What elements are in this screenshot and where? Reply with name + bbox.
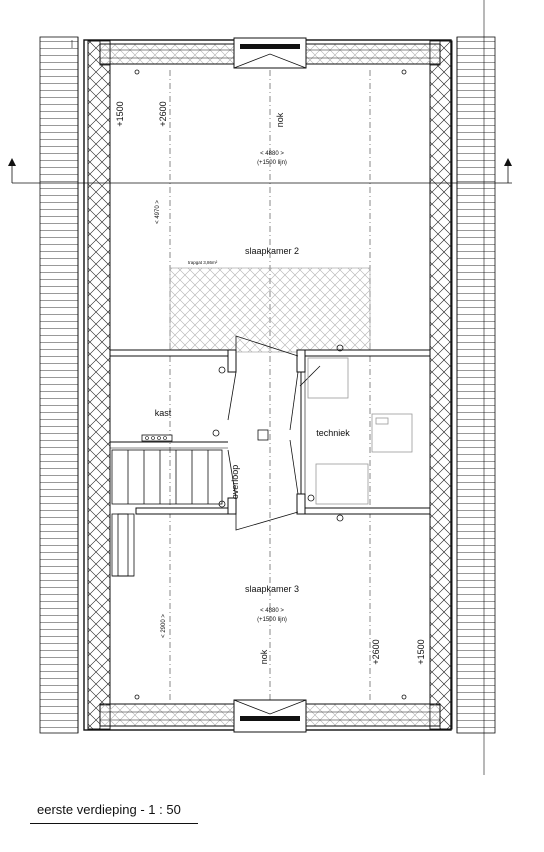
doors [227,335,321,531]
stair-void-hatch [169,267,371,353]
height-lines [169,70,371,700]
label-ridge-top: nok [275,112,285,127]
height-2600-right: +2600 [371,639,381,664]
technical-fixtures [307,357,413,505]
room-label-bedroom3: slaapkamer 3 [245,584,299,594]
label-ridge-bottom: nok [259,649,269,664]
dim-bottom-width: < 4880 > [260,608,284,614]
height-1500-right: +1500 [416,639,426,664]
dim-top-depth: < 4970 > [155,200,161,224]
room-label-bedroom2: slaapkamer 2 [245,246,299,256]
section-line [8,158,512,184]
interior-walls [109,349,431,515]
insulated-wall-right [429,40,453,730]
caption-underline [30,823,198,824]
gable-wall-bottom [99,699,441,733]
height-1500-left: +1500 [115,101,125,126]
labels: slaapkamer 2 slaapkamer 3 kast techniek … [115,101,426,664]
dim-bottom-width-note: (+1500 lijn) [257,617,287,623]
hatch-note: trapgat 3,86m² [188,260,218,265]
drawing-caption: eerste verdieping - 1 : 50 [37,802,181,817]
gable-wall-top [99,37,441,69]
dim-top-width: < 4880 > [260,151,284,157]
room-label-closet: kast [155,408,172,418]
room-label-landing: overloop [230,465,240,500]
height-2600-left: +2600 [158,101,168,126]
closet-shelf [141,434,173,442]
insulated-wall-left [87,40,111,730]
roof-tiles-right [450,36,496,734]
electrical-symbols [134,69,407,700]
roof-tiles-left [39,36,85,734]
dim-bottom-depth: < 2900 > [161,614,167,638]
staircase [111,449,223,577]
dim-top-width-note: (+1500 lijn) [257,160,287,166]
room-label-technical: techniek [316,428,350,438]
